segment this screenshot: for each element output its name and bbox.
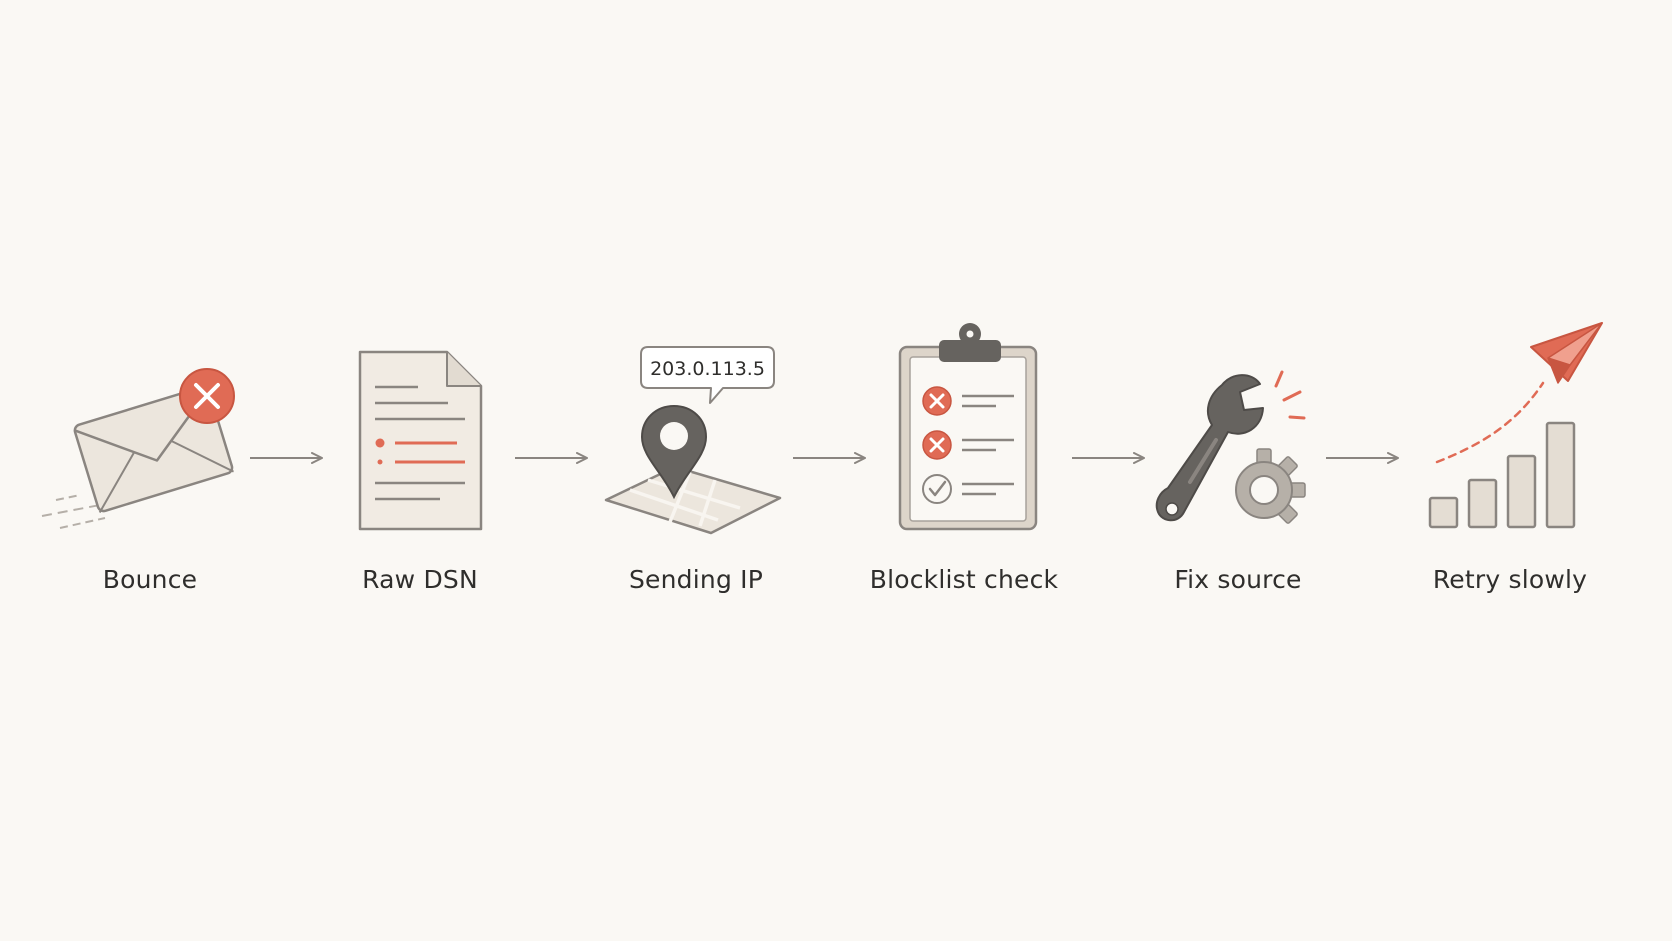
- step-label-sending-ip: Sending IP: [628, 565, 764, 594]
- step-label-raw-dsn: Raw DSN: [362, 565, 478, 594]
- ip-address-tag: 203.0.113.5: [640, 346, 775, 404]
- wrench-gear-icon: [1155, 370, 1306, 524]
- step-label-bounce: Bounce: [102, 565, 198, 594]
- spark-lines: [1274, 370, 1306, 420]
- step-label-blocklist-check: Blocklist check: [869, 565, 1059, 594]
- document-icon: [358, 350, 483, 531]
- step-label-retry-slowly: Retry slowly: [1432, 565, 1588, 594]
- envelope-error-icon: [41, 368, 235, 529]
- error-badge-icon: [179, 368, 235, 424]
- ip-address-text: 203.0.113.5: [650, 358, 765, 380]
- map-pin-icon: [604, 404, 782, 535]
- step-label-fix-source: Fix source: [1174, 565, 1302, 594]
- clipboard-checklist-icon: [898, 323, 1038, 531]
- paper-plane-icon: [1530, 322, 1603, 384]
- gear-icon: [1235, 448, 1306, 524]
- paper-plane-bars-icon: [1428, 322, 1603, 529]
